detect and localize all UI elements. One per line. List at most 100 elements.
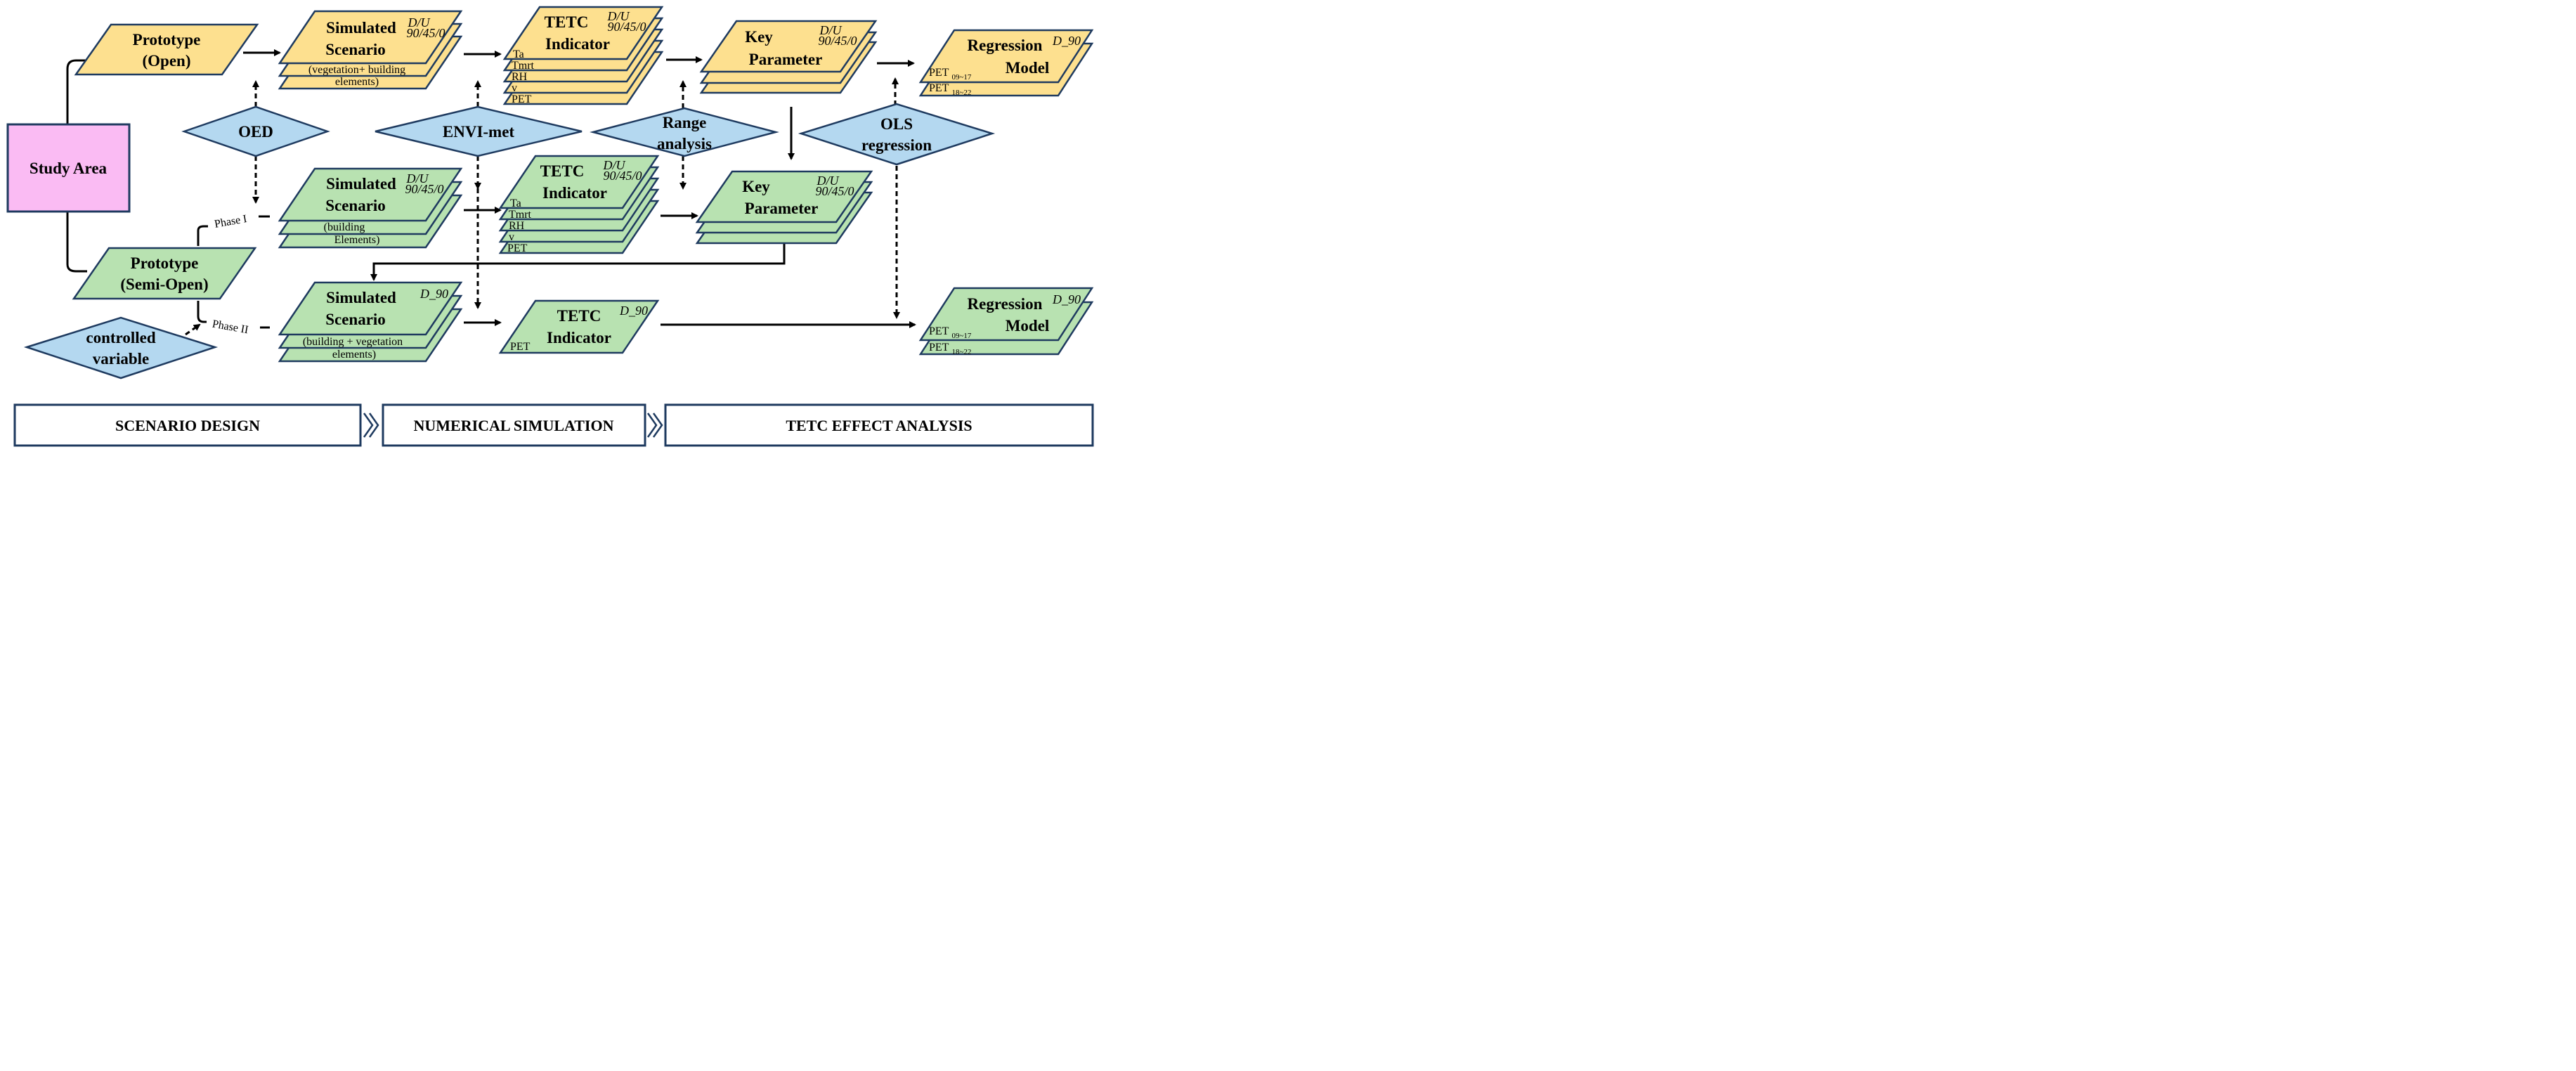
tetc-top-var-ta: Ta	[513, 48, 524, 60]
phase2-label: Phase II	[212, 318, 249, 337]
sim-mid-tag1: D/U	[406, 171, 429, 186]
controlled-line2: variable	[93, 350, 150, 368]
envimet-label: ENVI-met	[443, 123, 515, 141]
simulated-scenario-bottom	[278, 281, 463, 363]
reg-bot-title2: Model	[1006, 317, 1050, 335]
tetc-top-var-rh: RH	[512, 71, 528, 83]
reg-top-title1: Regression	[968, 37, 1043, 54]
tetc-top-var-tmrt: Tmrt	[512, 60, 535, 72]
tetc-mid-var-pet: PET	[507, 242, 528, 254]
key-parameter-mid	[695, 170, 873, 245]
key-top-tag1: D/U	[819, 23, 843, 37]
stage-scenario-design-box	[13, 403, 362, 447]
stage-scenario-design-label: SCENARIO DESIGN	[115, 417, 260, 434]
bracket-bottom-connector	[66, 212, 87, 273]
ols-regression-diamond: OLS regression	[798, 103, 996, 166]
reg-top-tag: D_90	[1052, 34, 1081, 48]
reg-bot-tag: D_90	[1052, 292, 1081, 306]
prototype-open: Prototype (Open)	[74, 23, 259, 76]
ols-label-line2: regression	[861, 136, 932, 154]
footer-stages: SCENARIO DESIGN NUMERICAL SIMULATION TET…	[13, 403, 1094, 447]
regression-model-bottom	[918, 287, 1094, 356]
prototype-semi-line2: (Semi-Open)	[120, 275, 208, 293]
prototype-semi-open: Prototype (Semi-Open)	[72, 247, 257, 300]
sim-bot-desc1: (building + vegetation	[303, 336, 403, 348]
sim-top-title1: Simulated	[326, 19, 396, 37]
sim-mid-tag2: 90/45/0	[405, 182, 443, 196]
stage-numerical-simulation-label: NUMERICAL SIMULATION	[413, 417, 613, 434]
key-parameter-top	[699, 20, 878, 94]
tetc-top-title2: Indicator	[545, 35, 610, 53]
stage-tetc-effect-analysis-box	[664, 403, 1094, 447]
reg-top-title2: Model	[1006, 59, 1050, 77]
sim-bot-title1: Simulated	[326, 289, 396, 306]
range-analysis-diamond: Range analysis	[590, 107, 779, 157]
phase1-label: Phase I	[214, 213, 248, 231]
sim-mid-desc2: Elements)	[334, 234, 380, 246]
tetc-mid-var-tmrt: Tmrt	[509, 209, 532, 221]
stage-tetc-effect-analysis-label: TETC EFFECT ANALYSIS	[786, 417, 972, 434]
reg-bot-title1: Regression	[968, 295, 1043, 313]
tetc-mid-title1: TETC	[540, 162, 585, 180]
phase-bracket-lower-connector	[197, 301, 207, 323]
sim-mid-desc1: (building	[324, 221, 365, 233]
range-label-line1: Range	[663, 114, 707, 131]
tetc-mid-tag2: 90/45/0	[603, 169, 642, 183]
prototype-semi-line1: Prototype	[131, 254, 199, 272]
sim-bot-title2: Scenario	[325, 311, 386, 328]
sim-mid-title1: Simulated	[326, 175, 396, 193]
flowchart: Study Area Prototype (Open) Prototype (S…	[6, 6, 1094, 447]
tetc-bot-tag: D_90	[619, 304, 648, 318]
sim-top-title2: Scenario	[325, 41, 386, 58]
tetc-mid-var-v: v	[509, 231, 514, 243]
sim-top-desc1: (vegetation+ building	[308, 64, 405, 76]
regression-model-top	[918, 29, 1094, 97]
key-top-title1: Key	[745, 28, 773, 46]
tetc-top-tag2: 90/45/0	[607, 20, 646, 34]
chevron-right-icon	[363, 413, 379, 438]
tetc-bot-var-pet: PET	[510, 341, 531, 353]
stage-numerical-simulation-box	[382, 403, 646, 447]
key-mid-title1: Key	[742, 178, 770, 195]
sim-bot-tag: D_90	[419, 287, 448, 301]
prototype-open-line1: Prototype	[133, 31, 201, 48]
simulated-scenario-top	[278, 10, 463, 90]
tetc-top-var-pet: PET	[512, 93, 532, 105]
dash-controlled-to-phase2	[185, 323, 201, 336]
tetc-top-var-v: v	[512, 82, 517, 94]
oed-label: OED	[238, 123, 273, 141]
prototype-open-line2: (Open)	[143, 52, 191, 70]
ols-label-line1: OLS	[880, 115, 913, 133]
tetc-bot-title1: TETC	[557, 307, 601, 325]
dashed-connectors	[185, 77, 900, 336]
range-label-line2: analysis	[657, 135, 712, 152]
sim-mid-title2: Scenario	[325, 197, 386, 214]
arrow-key-mid-to-sim-bot	[370, 243, 786, 281]
controlled-line1: controlled	[86, 329, 155, 346]
sim-top-tag2: 90/45/0	[406, 26, 445, 40]
tetc-mid-tag1: D/U	[603, 158, 626, 172]
study-area-box: Study Area	[6, 123, 131, 213]
controlled-variable-diamond: controlled variable	[23, 316, 219, 379]
envimet-diamond: ENVI-met	[375, 105, 583, 157]
oed-diamond: OED	[181, 105, 330, 157]
tetc-indicator-top	[502, 6, 664, 105]
bracket-top-connector	[66, 59, 87, 124]
tetc-bot-title2: Indicator	[547, 329, 611, 346]
sim-top-tag1: D/U	[408, 15, 431, 30]
tetc-mid-var-rh: RH	[509, 220, 525, 232]
sim-top-desc2: elements)	[335, 76, 379, 88]
connectors	[66, 49, 916, 329]
tetc-indicator-mid	[498, 155, 660, 254]
tetc-mid-var-ta: Ta	[510, 197, 521, 209]
tetc-top-tag1: D/U	[607, 9, 630, 23]
phase-bracket-connector	[197, 225, 208, 246]
key-mid-tag2: 90/45/0	[815, 184, 854, 198]
tetc-top-title1: TETC	[545, 13, 589, 31]
tetc-indicator-bottom	[498, 299, 660, 354]
tetc-mid-title2: Indicator	[542, 184, 607, 202]
